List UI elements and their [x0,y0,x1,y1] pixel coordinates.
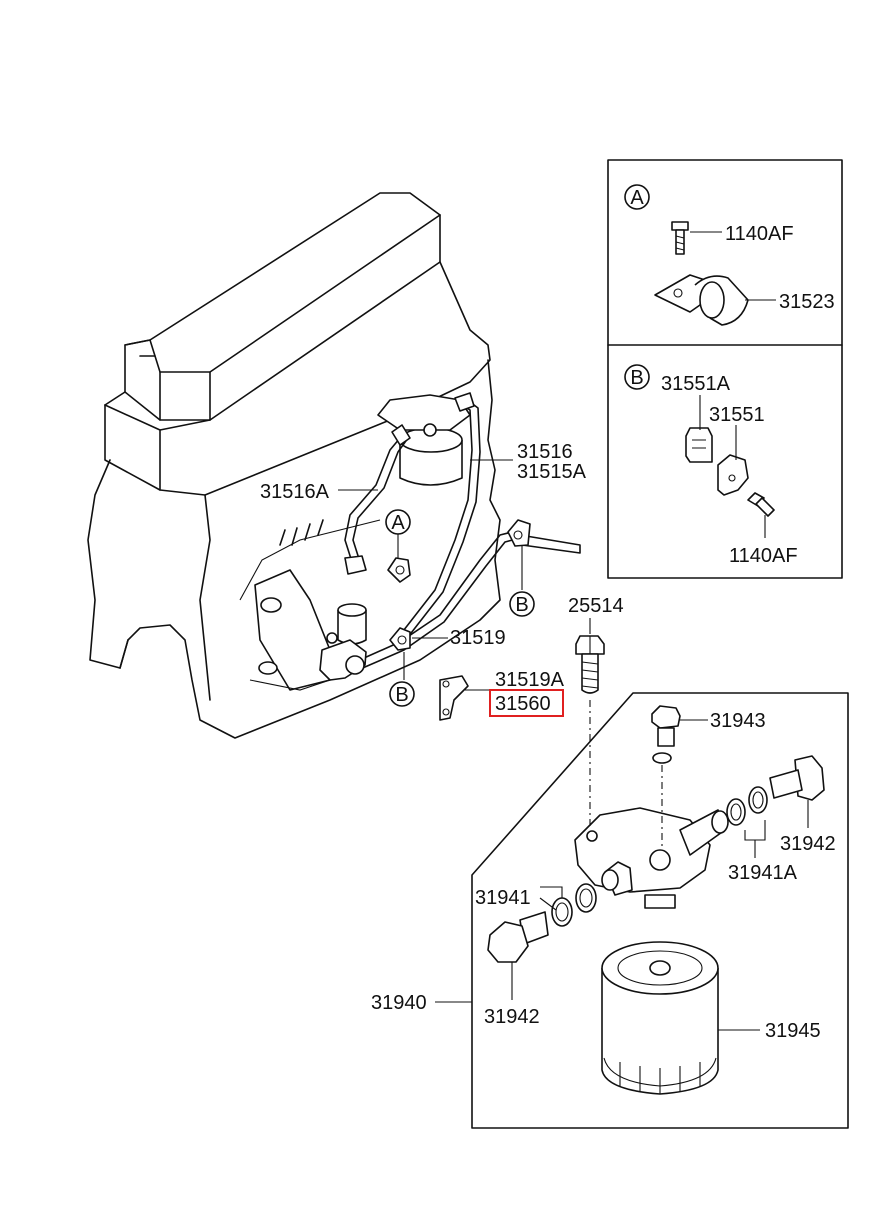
bracket-31560 [439,675,469,721]
engine-block [87,192,501,739]
detail-box [607,159,843,579]
callout-31942-a: 31942 [780,833,836,855]
leader-lines [338,231,809,1031]
callout-31515A: 31515A [517,461,587,483]
callout-31523: 31523 [779,291,835,313]
callout-31551: 31551 [709,404,765,426]
marker-engine-b-upper: B [515,594,528,616]
fuel-pipes [319,392,581,681]
callout-31940: 31940 [371,992,427,1014]
callout-1140AF-b: 1140AF [729,545,798,567]
callout-31551A: 31551A [661,373,731,395]
marker-circle-detail-a [624,184,650,210]
marker-circle-engine-a [385,509,411,535]
marker-engine-b-lower: B [395,684,408,706]
callout-31945: 31945 [765,1020,821,1042]
marker-circle-detail-b [624,364,650,390]
callout-31941A: 31941A [728,862,798,884]
callout-labels: 1140AF 31523 31551A 31551 1140AF 31516 3… [260,223,836,1042]
callout-31942-b: 31942 [484,1006,540,1028]
oil-filter-box [471,692,849,1129]
callout-31516A: 31516A [260,481,330,503]
marker-engine-a: A [391,512,405,534]
callout-31943: 31943 [710,710,766,732]
callout-31516: 31516 [517,441,573,463]
marker-detail-b: B [630,367,643,389]
engine-clips [387,519,531,651]
callout-25514: 25514 [568,595,624,617]
marker-circle-engine-b-upper [509,591,535,617]
callout-31519: 31519 [450,627,506,649]
highlight-box-31560 [489,689,564,717]
bolt-25514 [575,635,605,694]
callout-31560[interactable]: 31560 [495,693,551,715]
markers: A B A B B [385,184,650,707]
marker-circle-engine-b-lower [389,681,415,707]
callout-31519A: 31519A [495,669,565,691]
callout-31941: 31941 [475,887,531,909]
marker-detail-a: A [630,187,644,209]
callout-1140AF-a: 1140AF [725,223,794,245]
